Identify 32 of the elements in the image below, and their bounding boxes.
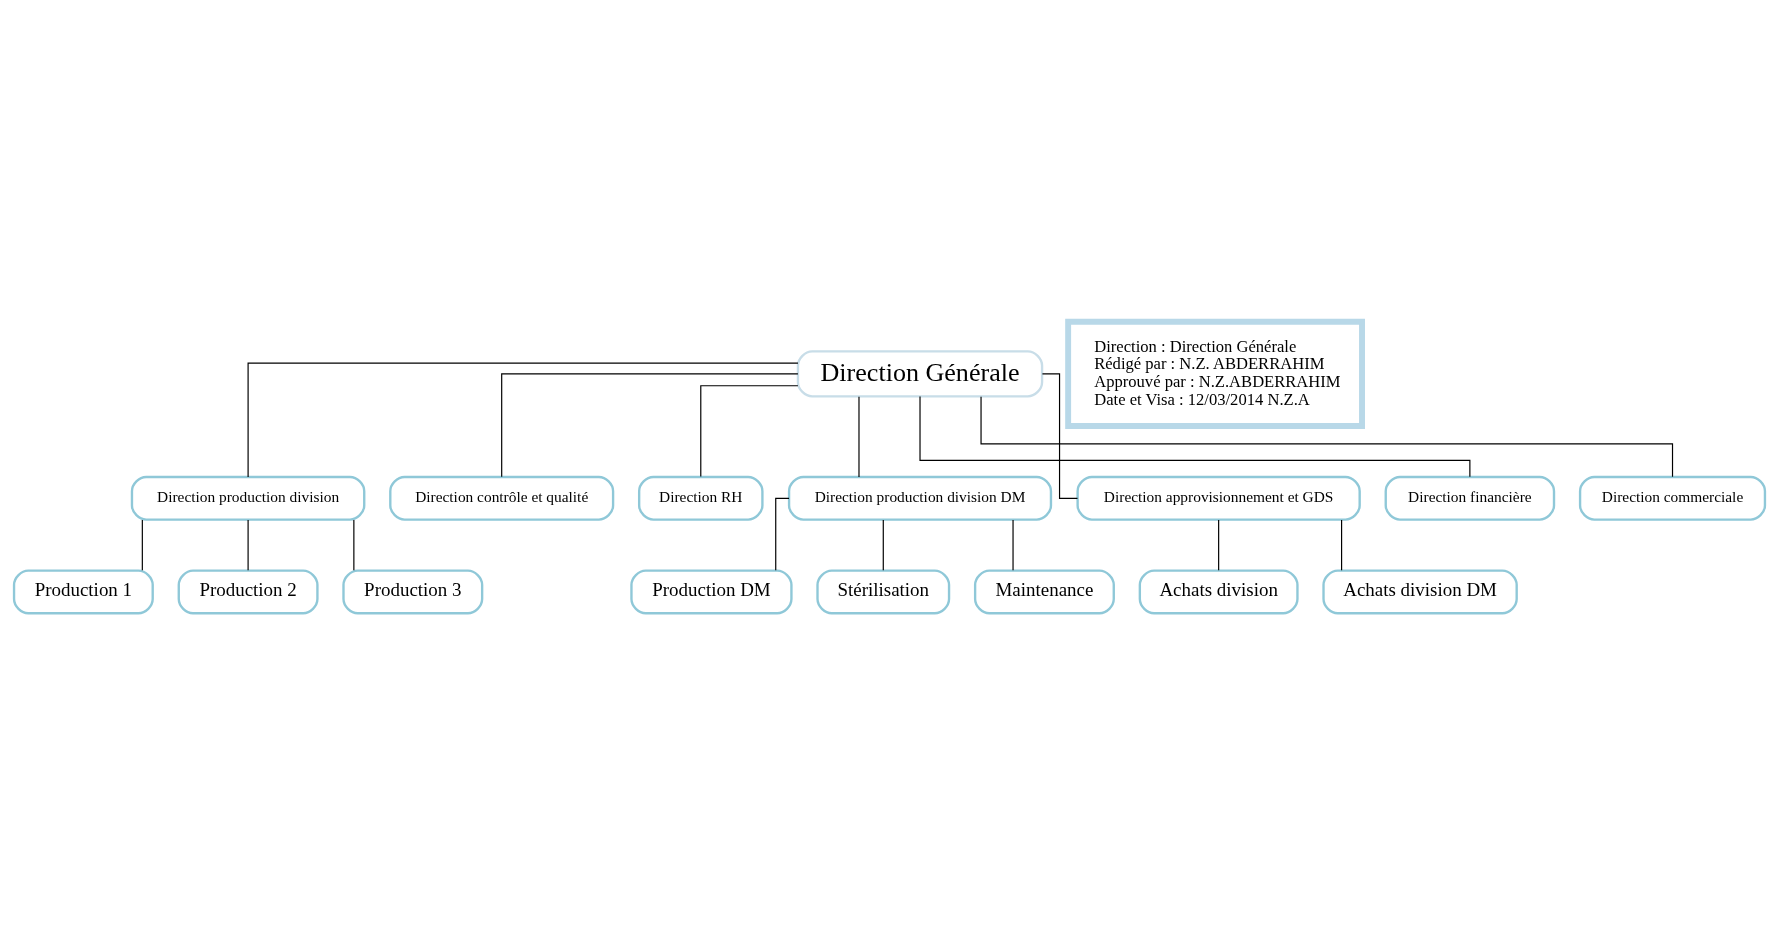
connector <box>353 518 355 571</box>
connector <box>1341 518 1343 571</box>
node-box: Production 3 <box>342 568 484 614</box>
node-box: Maintenance <box>973 568 1115 614</box>
connector <box>1041 372 1079 499</box>
node-box: Direction RH <box>637 475 764 521</box>
node-box: Direction contrôle et qualité <box>389 475 615 521</box>
connector <box>501 372 799 477</box>
node-box: Direction financière <box>1384 475 1556 521</box>
connector <box>980 395 1674 477</box>
node-box: Production DM <box>630 568 793 614</box>
connector <box>1218 518 1220 571</box>
connector <box>858 395 860 477</box>
node-box: Achats division DM <box>1322 568 1518 614</box>
connector <box>882 518 884 571</box>
connector <box>700 384 799 477</box>
node-box: Direction : Direction Générale Rédigé par : N.Z. ABDERRAHIM Approuvé par : N.Z.ABDERRAHIM Date et Visa : 12/03/2014 N.Z.A <box>1065 318 1365 429</box>
node-box: Direction production division DM <box>787 475 1053 521</box>
connector <box>919 395 1471 477</box>
node-box: Direction commerciale <box>1578 475 1767 521</box>
connector <box>1012 518 1014 571</box>
node-box: Stérilisation <box>816 568 951 614</box>
connector <box>775 497 790 571</box>
node-box: Direction production division <box>130 475 366 521</box>
node-box: Production 1 <box>12 568 154 614</box>
connector <box>247 518 249 571</box>
node-box: Production 2 <box>177 568 319 614</box>
connector <box>141 518 143 571</box>
node-box: Achats division <box>1138 568 1299 614</box>
node-box: Direction Générale <box>796 349 1044 398</box>
connector <box>247 362 799 477</box>
node-box: Direction approvisionnement et GDS <box>1076 475 1361 521</box>
